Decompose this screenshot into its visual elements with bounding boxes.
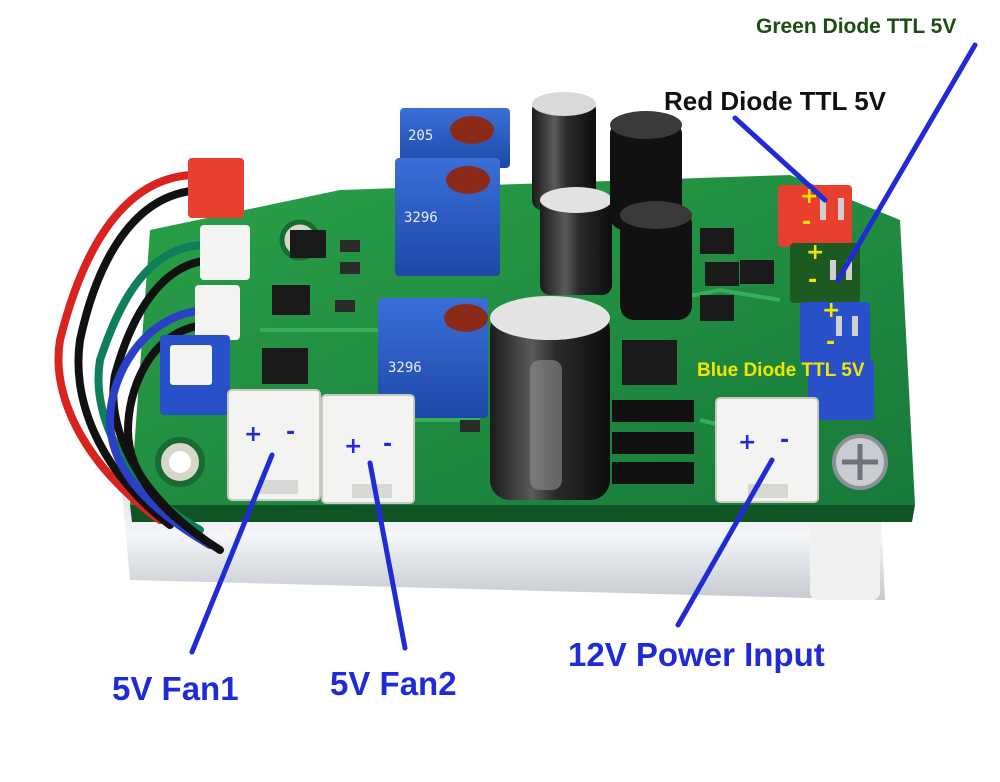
red-ttl-minus-mark: - [802, 210, 812, 235]
fan2-label: 5V Fan2 [330, 665, 457, 702]
smd-components [262, 228, 774, 484]
fan2-plus-mark: + [344, 434, 363, 459]
svg-text:205: 205 [408, 128, 433, 144]
blue-diode-label: Blue Diode TTL 5V [697, 360, 865, 381]
blue-ttl-plus-mark: + [822, 298, 841, 323]
fan1-plus-mark: + [244, 422, 263, 447]
fan1-minus-mark: - [286, 420, 296, 445]
ttl-connectors [778, 185, 874, 420]
fan1-label: 5V Fan1 [112, 670, 239, 707]
svg-text:3296: 3296 [388, 360, 422, 376]
red-ttl-plus-mark: + [800, 184, 819, 209]
power-minus-mark: - [780, 428, 790, 453]
green-diode-label: Green Diode TTL 5V [756, 15, 957, 38]
svg-text:3296: 3296 [404, 210, 438, 226]
blue-ttl-minus-mark: - [826, 330, 836, 355]
fan2-minus-mark: - [383, 432, 393, 457]
power-input-label: 12V Power Input [568, 636, 825, 673]
trimmer-potentiometers: 205 3296 3296 [378, 108, 510, 418]
green-ttl-minus-mark: - [808, 268, 818, 293]
green-ttl-plus-mark: + [806, 240, 825, 265]
capacitors-inductors [490, 92, 692, 500]
power-plus-mark: + [738, 430, 757, 455]
white-connectors [227, 389, 819, 504]
red-diode-label: Red Diode TTL 5V [664, 86, 886, 116]
left-connectors [160, 158, 250, 415]
annotation-lines [189, 42, 978, 655]
